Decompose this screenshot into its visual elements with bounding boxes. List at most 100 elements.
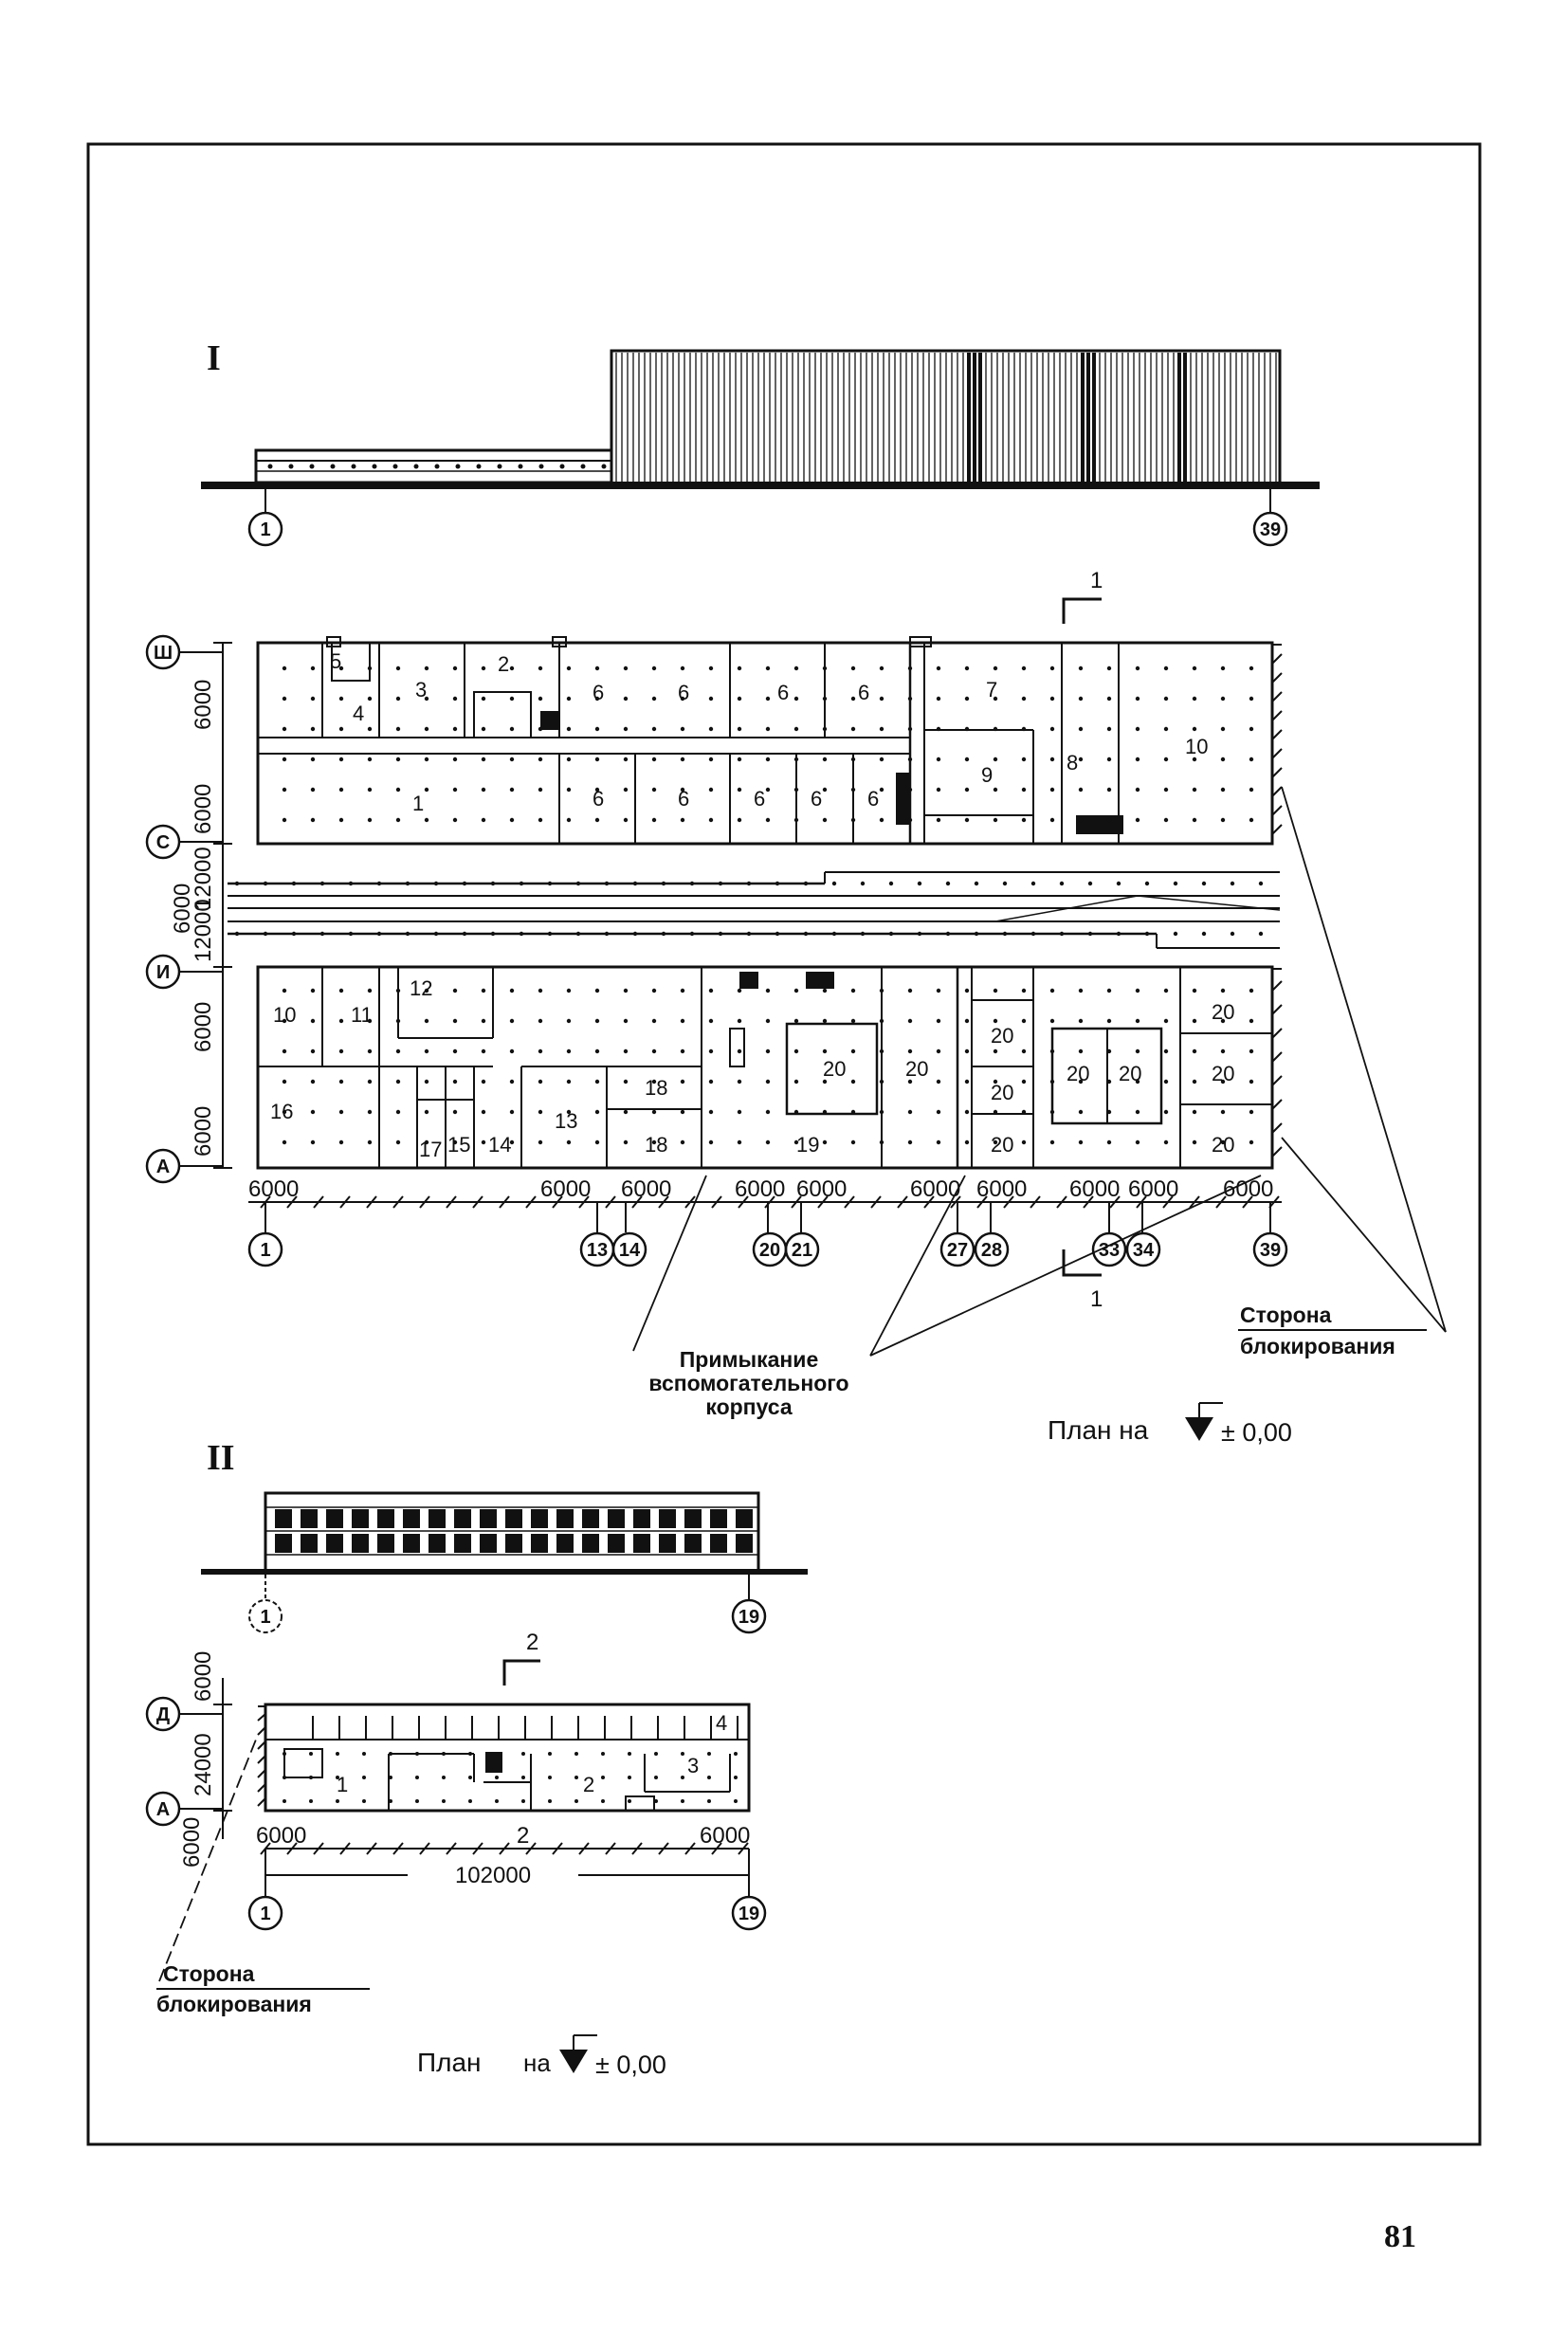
dimension-tick [1242, 1195, 1253, 1209]
column-dot [348, 931, 354, 937]
column-dot [765, 726, 771, 732]
column-dot [594, 1109, 600, 1115]
room-label: 20 [991, 1133, 1013, 1157]
column-dot [993, 665, 998, 671]
column-dot [509, 1048, 515, 1054]
column-dot [651, 1139, 657, 1145]
window [505, 1509, 522, 1528]
window [582, 1509, 599, 1528]
column-dot [737, 665, 742, 671]
dimension-tick [552, 1195, 563, 1209]
room-label: 6 [867, 787, 879, 811]
column-dot [737, 1109, 742, 1115]
column-dot [822, 1139, 828, 1145]
window-dot [476, 464, 482, 469]
plan-1-room-labels-upper: 5 4 3 2 6 6 6 6 7 10 9 8 1 6 6 6 6 6 [330, 649, 1208, 815]
column-dot [1002, 881, 1008, 886]
column-dot [389, 1799, 392, 1803]
elevation-1-cladding [267, 353, 1277, 482]
column-dot [1220, 1018, 1226, 1024]
column-dot [452, 665, 458, 671]
column-dot [452, 787, 458, 793]
room-label: 6 [678, 681, 689, 704]
column-dot [907, 817, 913, 823]
column-dot [1002, 931, 1008, 937]
dimension-tick [392, 1195, 404, 1209]
column-dot [395, 988, 401, 993]
column-dot [775, 881, 780, 886]
dimension-label: 6000 [910, 1176, 960, 1202]
window [659, 1509, 676, 1528]
column-axis: 20 [752, 1202, 788, 1267]
svg-text:Примыкание: Примыкание [680, 1347, 819, 1372]
column-dot [509, 817, 515, 823]
column-dot [1230, 881, 1235, 886]
room-label: 15 [447, 1133, 470, 1157]
row-axis-a: А [145, 1148, 223, 1184]
column-dot [395, 1139, 401, 1145]
dimension-label: 12000 [191, 899, 216, 962]
column-dot [481, 1018, 486, 1024]
level-mark-icon [559, 2034, 597, 2073]
room-label: 1 [412, 792, 424, 815]
column-dot [1249, 1079, 1254, 1084]
column-dot [282, 665, 287, 671]
svg-text:28: 28 [981, 1240, 1002, 1261]
column-dot [395, 696, 401, 702]
svg-text:19: 19 [738, 1904, 759, 1924]
plan-2-block [257, 1703, 751, 1813]
column-dot [367, 1139, 373, 1145]
column-dot [495, 1799, 499, 1803]
column-dot [1021, 756, 1027, 762]
column-dot [310, 1139, 316, 1145]
column-dot [964, 988, 970, 993]
column-dot [338, 1139, 344, 1145]
elevation-axis-1: 1 [248, 1575, 283, 1633]
column-dot [575, 931, 581, 937]
column-dot [538, 665, 543, 671]
dimension-tick [578, 1842, 590, 1855]
column-dot [1249, 726, 1254, 732]
column-dot [1192, 696, 1197, 702]
column-dot [282, 1018, 287, 1024]
column-dot [538, 1048, 543, 1054]
column-dot [850, 1079, 856, 1084]
column-dot [283, 1776, 286, 1779]
column-dot [907, 988, 913, 993]
column-dot [623, 665, 629, 671]
room-label: 6 [777, 681, 789, 704]
window-dot [413, 464, 419, 469]
column-dot [462, 931, 467, 937]
column-dot [1220, 1139, 1226, 1145]
room-label: 3 [415, 678, 427, 702]
svg-text:А: А [156, 1799, 170, 1820]
column-dot [765, 1109, 771, 1115]
dimension-tick [605, 1842, 616, 1855]
dimension-tick [286, 1195, 298, 1209]
column-dot [452, 756, 458, 762]
column-dot [936, 787, 941, 793]
column-dot [234, 931, 240, 937]
dimension-tick [711, 1842, 722, 1855]
column-dot [519, 881, 524, 886]
window [377, 1509, 394, 1528]
column-dot [282, 726, 287, 732]
column-dot [765, 817, 771, 823]
column-dot [310, 1109, 316, 1115]
column-dot [538, 817, 543, 823]
window [531, 1534, 548, 1553]
column-dot [803, 881, 809, 886]
column-dot [282, 1048, 287, 1054]
column-dot [310, 726, 316, 732]
column-dot [628, 1799, 631, 1803]
column-dot [1249, 1139, 1254, 1145]
column-dot [481, 988, 486, 993]
column-dot [737, 726, 742, 732]
column-dot [651, 787, 657, 793]
column-dot [1192, 817, 1197, 823]
room-label: 16 [270, 1100, 293, 1123]
column-dot [1220, 1109, 1226, 1115]
column-dot [338, 756, 344, 762]
column-dot [651, 665, 657, 671]
window [608, 1534, 625, 1553]
